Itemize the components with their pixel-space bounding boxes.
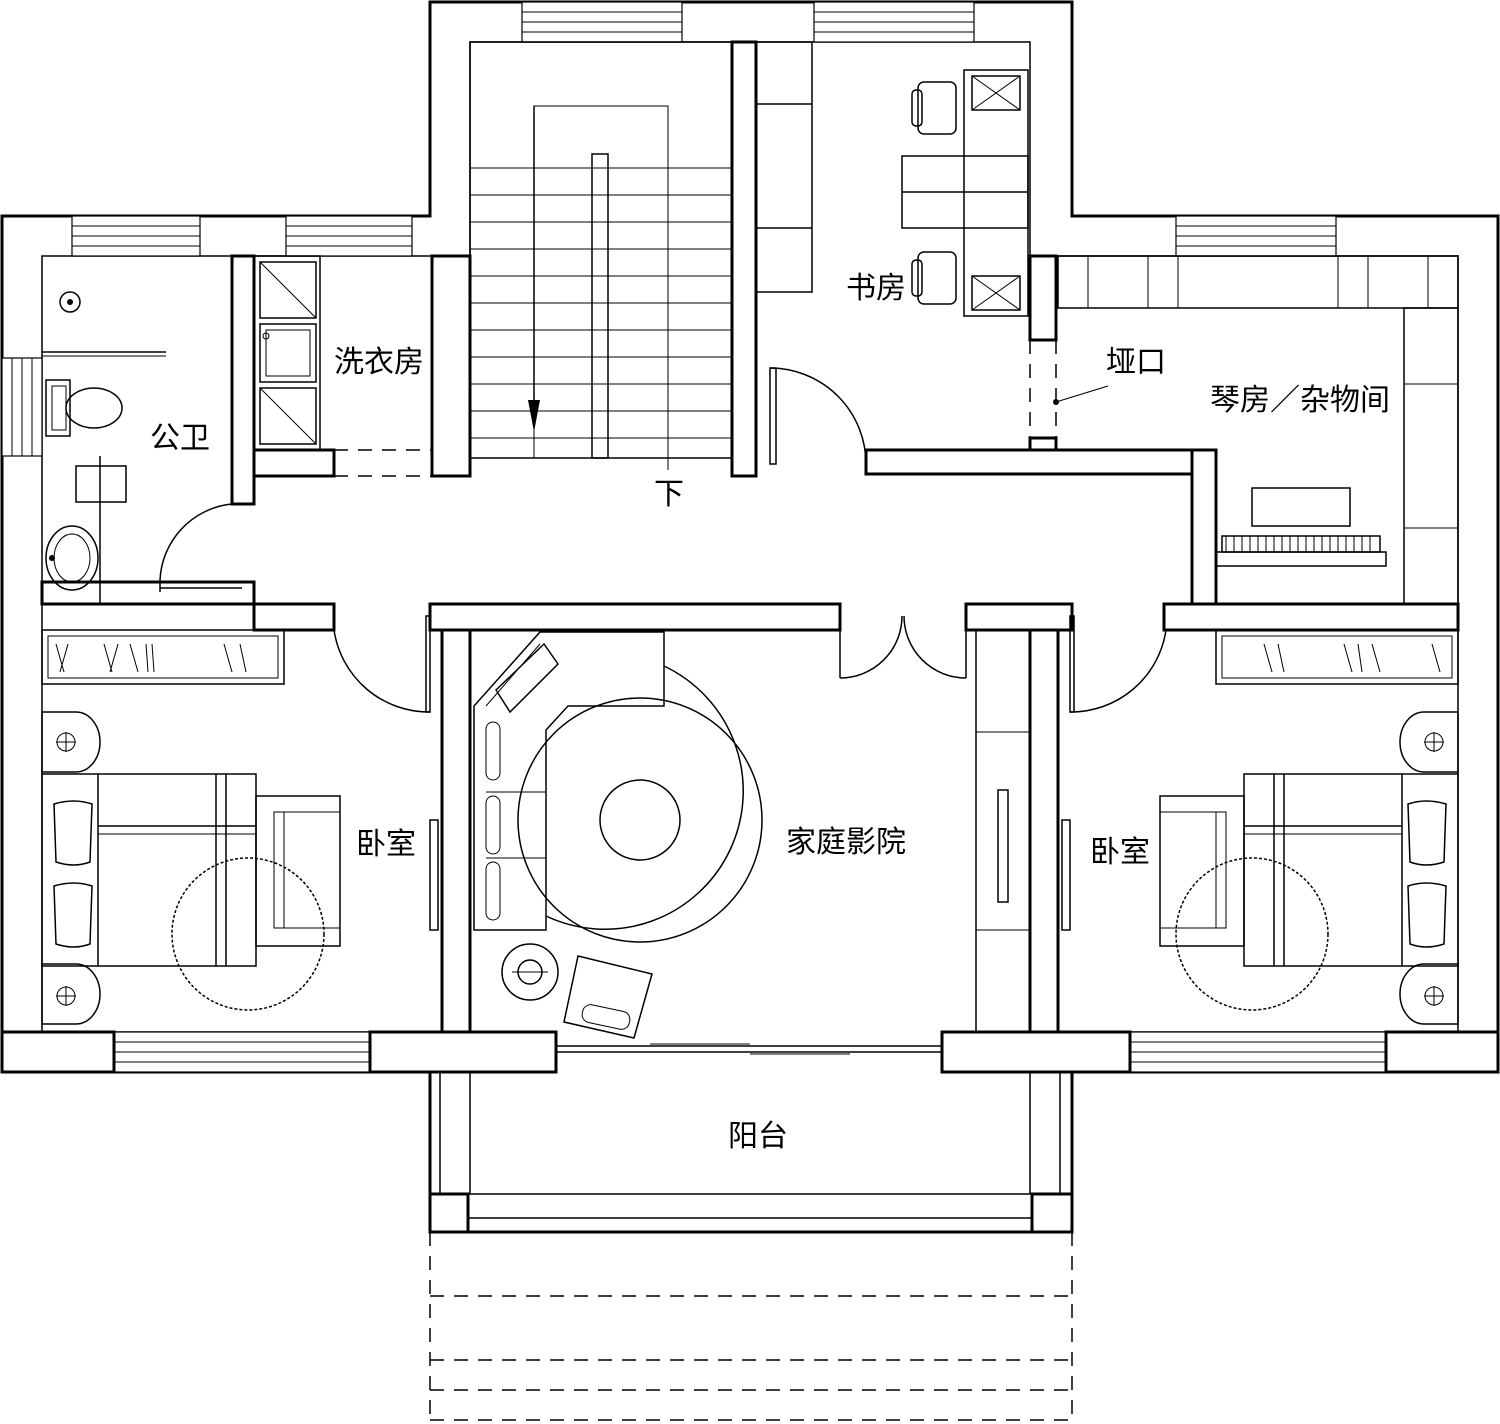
- label-public-bathroom: 公卫: [150, 421, 210, 456]
- double-bed-icon: [1243, 773, 1459, 967]
- home-theater-furniture: [473, 629, 1031, 1055]
- tv-cabinet-icon: [975, 629, 1031, 1033]
- side-lamp-icon: [501, 943, 559, 1001]
- window-top-piano: [1175, 215, 1337, 257]
- label-piano-storage: 琴房／杂物间: [1210, 383, 1390, 418]
- label-home-theater: 家庭影院: [786, 825, 906, 860]
- bedroom-left-furniture: [41, 629, 439, 1025]
- piano-icon: [1215, 487, 1387, 567]
- stair-arrow-icon: [528, 400, 540, 432]
- window-top-bathroom: [71, 215, 201, 257]
- niche-opening: [1029, 340, 1109, 438]
- staircase: [469, 41, 733, 470]
- lounge-chair-icon: [563, 955, 653, 1039]
- label-niche-opening: 垭口: [1106, 345, 1166, 380]
- label-study: 书房: [846, 271, 906, 306]
- office-chair-icon: [911, 251, 957, 305]
- window-top-study: [813, 1, 975, 43]
- sectional-sofa-icon: [473, 631, 665, 931]
- floor-drain-icon: [59, 291, 81, 313]
- bedroom-right-furniture: [1061, 629, 1459, 1025]
- window-top-stair: [521, 1, 683, 43]
- washbasin-icon: [45, 525, 99, 591]
- label-bedroom-right: 卧室: [1090, 835, 1150, 870]
- study-furniture: [755, 41, 1029, 465]
- piano-room-furniture: [1057, 255, 1459, 605]
- label-laundry-room: 洗衣房: [334, 345, 424, 380]
- coffee-table-icon: [599, 779, 681, 861]
- label-stair-direction: 下: [654, 477, 684, 512]
- toilet-icon: [45, 379, 123, 437]
- office-chair-icon: [911, 81, 957, 135]
- window-top-laundry: [285, 215, 413, 257]
- window-bottom-left-bedroom: [113, 1031, 371, 1073]
- window-left-bathroom: [1, 357, 43, 457]
- dashed-steps: [429, 1232, 1073, 1424]
- armchair-icon: [1159, 795, 1245, 947]
- bathroom-fixtures: [42, 291, 242, 604]
- label-bedroom-left: 卧室: [356, 827, 416, 862]
- armchair-icon: [255, 795, 341, 947]
- label-balcony: 阳台: [728, 1119, 788, 1154]
- corridor-doors: [333, 615, 1167, 713]
- round-rug-icon: [171, 857, 325, 1011]
- window-bottom-right-bedroom: [1129, 1031, 1387, 1073]
- round-rug-icon: [1175, 857, 1329, 1011]
- balcony: [428, 1072, 1074, 1234]
- laundry-fixtures: [253, 255, 432, 477]
- interior-walls: [0, 40, 1500, 1074]
